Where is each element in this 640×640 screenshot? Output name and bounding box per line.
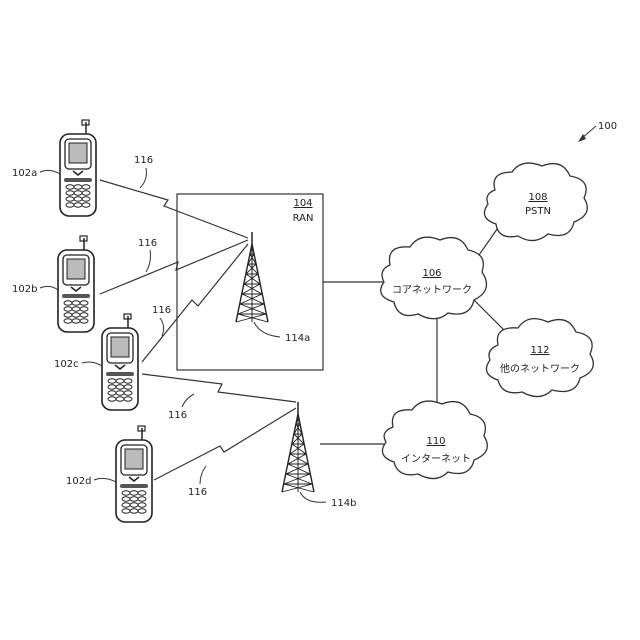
wtru-102c-phone: [102, 314, 138, 410]
phone-102b-label: 102b: [12, 284, 37, 295]
leader-102b: [40, 286, 58, 290]
base-station-114a-tower: [236, 232, 268, 322]
wtru-102d-phone: [116, 426, 152, 522]
base-station-114b-tower: [282, 402, 314, 492]
wtru-102a-phone: [60, 120, 96, 216]
core-name: コアネットワーク: [392, 284, 472, 296]
leader-114b: [300, 492, 326, 502]
leader-116-4: [182, 394, 194, 407]
leader-102d: [94, 478, 116, 482]
other-name: 他のネットワーク: [500, 362, 580, 375]
internet-name: インターネット: [401, 453, 471, 465]
leader-116-1: [140, 168, 146, 188]
other-network-cloud: [486, 319, 593, 397]
air-interface-label-2: 116: [138, 238, 157, 249]
phone-102a-label: 102a: [12, 168, 37, 179]
ran-name: RAN: [293, 213, 314, 224]
phone-102d-label: 102d: [66, 476, 91, 487]
other-ref: 112: [530, 345, 549, 356]
figure-ref-label: 100: [598, 121, 617, 132]
internet-ref: 110: [426, 436, 445, 447]
core-ref: 106: [422, 268, 441, 279]
ran-ref: 104: [293, 198, 312, 209]
wtru-102b-phone: [58, 236, 94, 332]
leader-102c: [82, 362, 102, 366]
tower-114b-label: 114b: [331, 498, 356, 509]
leader-114a: [254, 322, 280, 337]
air-interface-label-4: 116: [168, 410, 187, 421]
leader-116-5: [200, 466, 206, 484]
pstn-ref: 108: [528, 192, 547, 203]
air-interface-label-1: 116: [134, 155, 153, 166]
tower-114a-label: 114a: [285, 333, 310, 344]
leader-102a: [40, 170, 60, 174]
phone-102c-label: 102c: [54, 359, 79, 370]
air-interface-label-5: 116: [188, 487, 207, 498]
pstn-name: PSTN: [525, 206, 551, 217]
leader-116-2: [146, 250, 151, 272]
air-interface-label-3: 116: [152, 305, 171, 316]
leader-116-3: [160, 318, 164, 336]
